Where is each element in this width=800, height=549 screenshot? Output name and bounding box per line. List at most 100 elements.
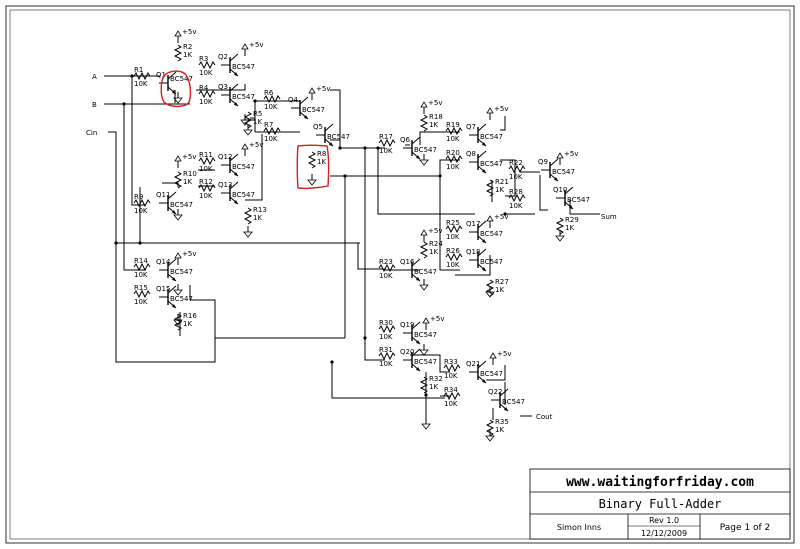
supply-5v: +5v	[308, 85, 330, 100]
transistor-part: BC547	[567, 196, 590, 204]
highlight-r8-box	[296, 144, 330, 190]
resistor-value: 1K	[495, 286, 504, 294]
supply-5v: +5v	[422, 315, 444, 330]
resistor-ref: R26	[446, 247, 460, 255]
resistor-ref: R12	[199, 178, 213, 186]
resistor-value: 10K	[264, 103, 278, 111]
resistor-ref: R27	[495, 278, 509, 286]
transistor-part: BC547	[480, 133, 503, 141]
ground-symbol	[485, 430, 495, 442]
transistor-part: BC547	[170, 268, 193, 276]
ground-symbol	[307, 174, 317, 186]
transistor-part: BC547	[232, 93, 255, 101]
resistor-r31: R31 10K	[378, 346, 396, 368]
resistor-ref: R13	[253, 206, 267, 214]
resistor-ref: R15	[134, 284, 148, 292]
resistor-value: 10K	[444, 372, 458, 380]
supply-5v: +5v	[486, 105, 508, 120]
resistor-value: 1K	[253, 118, 262, 126]
resistor-ref: R25	[446, 219, 460, 227]
resistor-value: 1K	[183, 320, 192, 328]
supply-label: +5v	[182, 153, 196, 161]
ground-symbol	[173, 209, 183, 221]
supply-label: +5v	[316, 85, 330, 93]
junction-dot	[438, 174, 442, 178]
resistor-ref: R22	[509, 159, 523, 167]
resistor-r26: R26 10K	[445, 247, 463, 269]
transistor-ref: Q5	[313, 123, 323, 131]
ground-symbol	[173, 314, 183, 326]
resistor-ref: R28	[509, 188, 523, 196]
transistor-ref: Q18	[466, 248, 480, 256]
transistor-part: BC547	[232, 191, 255, 199]
transistor-part: BC547	[414, 268, 437, 276]
junction-dot	[503, 212, 507, 216]
resistor-value: 10K	[134, 207, 148, 215]
resistor-value: 10K	[446, 261, 460, 269]
supply-5v: +5v	[241, 141, 263, 156]
transistor-ref: Q17	[466, 220, 480, 228]
output-cout-label: Cout	[536, 413, 553, 421]
supply-5v: +5v	[420, 227, 442, 242]
resistor-ref: R1	[134, 66, 143, 74]
resistor-ref: R18	[429, 113, 443, 121]
transistor-ref: Q13	[218, 181, 232, 189]
supply-label: +5v	[430, 315, 444, 323]
resistor-value: 1K	[565, 224, 574, 232]
transistor-part: BC547	[414, 331, 437, 339]
supply-label: +5v	[494, 105, 508, 113]
ground-symbol	[173, 284, 183, 296]
resistor-value: 10K	[264, 135, 278, 143]
transistor-ref: Q2	[218, 53, 228, 61]
supply-5v: +5v	[174, 153, 196, 168]
resistor-value: 10K	[379, 360, 393, 368]
supply-label: +5v	[249, 141, 263, 149]
junction-dot	[122, 102, 126, 106]
resistor-ref: R31	[379, 346, 393, 354]
resistor-value: 10K	[134, 271, 148, 279]
resistor-value: 10K	[446, 163, 460, 171]
resistor-ref: R7	[264, 121, 273, 129]
transistor-part: BC547	[170, 201, 193, 209]
resistor-ref: R32	[429, 375, 443, 383]
wire-bus	[104, 75, 600, 420]
supply-5v: +5v	[420, 99, 442, 114]
resistor-ref: R3	[199, 55, 208, 63]
resistor-value: 10K	[379, 272, 393, 280]
junction-dot	[130, 74, 134, 78]
supply-label: +5v	[497, 350, 511, 358]
resistor-ref: R17	[379, 133, 393, 141]
author-text: Simon Inns	[557, 523, 601, 532]
resistor-ref: R16	[183, 312, 197, 320]
resistor-value: 10K	[199, 192, 213, 200]
junction-dot	[114, 241, 118, 245]
transistor-part: BC547	[480, 370, 503, 378]
resistor-ref: R21	[495, 178, 509, 186]
